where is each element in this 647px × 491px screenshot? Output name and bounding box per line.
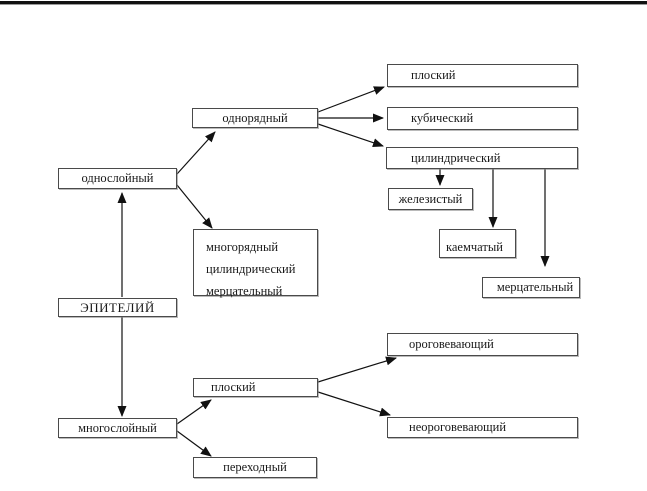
node-multi-layer: многослойный xyxy=(58,418,177,438)
arrow-multi-layer-to-flat xyxy=(176,399,212,425)
node-keratinizing: ороговевающий xyxy=(387,333,578,356)
node-multi-row-line-2: цилиндрический xyxy=(206,262,296,276)
page-top-rule xyxy=(0,1,647,5)
node-cubic: кубический xyxy=(387,107,578,130)
node-ciliated: мерцательный xyxy=(482,277,580,298)
node-non-keratinizing: неороговевающий xyxy=(387,417,578,438)
node-cylindrical: цилиндрический xyxy=(386,147,578,169)
node-epithelium-root: ЭПИТЕЛИЙ xyxy=(58,298,177,317)
node-transitional: переходный xyxy=(193,457,317,478)
arrow-multi-layer-to-transitional xyxy=(176,430,212,457)
node-single-layer: однослойный xyxy=(58,168,177,189)
node-brush-border: каемчатый xyxy=(439,229,516,258)
arrow-flat-to-non-keratinizing xyxy=(317,391,391,417)
arrow-single-layer-to-single-row xyxy=(176,131,216,175)
arrow-flat-to-keratinizing xyxy=(317,356,397,383)
node-flat-single: плоский xyxy=(387,64,578,87)
node-flat-multi: плоский xyxy=(193,378,318,397)
node-glandular: железистый xyxy=(388,188,473,210)
arrow-single-row-to-cylindrical xyxy=(317,123,384,148)
node-multi-row-ciliated: многорядный цилиндрический мерцательный xyxy=(193,229,318,298)
node-multi-row-line-1: многорядный xyxy=(206,240,279,254)
node-single-row: однорядный xyxy=(192,108,318,128)
node-multi-row-line-3: мерцательный xyxy=(206,284,283,298)
arrow-single-row-to-flat xyxy=(317,86,385,113)
arrow-single-layer-to-multi-row xyxy=(176,184,213,229)
